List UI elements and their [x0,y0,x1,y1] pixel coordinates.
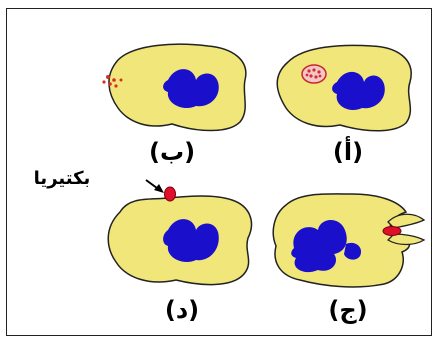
panel-d: (د) [107,186,253,324]
bacterium-being-engulfed-c [382,226,402,236]
label-panel-c: (ج) [328,296,367,324]
digested-bacteria-dots-a [305,68,322,79]
label-panel-d: (د) [165,296,199,324]
pseudopod-upper-c [387,213,426,229]
panel-a: (أ) [276,44,412,166]
phagosome-a [301,64,327,84]
panel-b: (ب) [102,43,247,166]
nucleus-d [163,219,219,263]
label-panel-b: (ب) [149,138,195,166]
figure-frame [6,8,432,336]
bacterium-attached-d [164,186,176,202]
expelled-debris-b [102,75,123,88]
nucleus-a [332,71,385,111]
nucleus-b [163,69,219,109]
bacteria-arrowhead [154,184,164,193]
bacteria-callout: بكتيريا [34,168,164,193]
label-bacteria: بكتيريا [34,168,91,189]
panel-c: (ج) [272,193,426,324]
nucleus-c [291,219,347,273]
nucleus-lobe-c [344,242,362,260]
label-panel-a: (أ) [333,136,363,166]
pseudopod-lower-c [386,233,426,246]
